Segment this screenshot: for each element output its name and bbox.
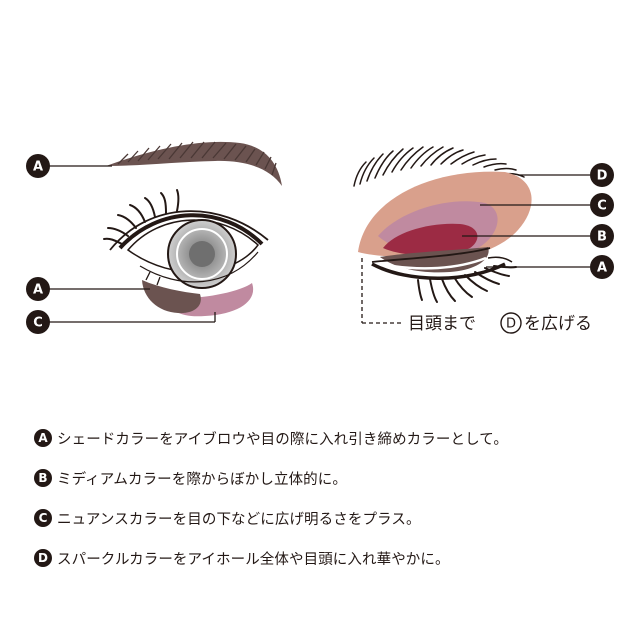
- left-leader-lines: [48, 165, 216, 323]
- legend-text-a: シェードカラーをアイブロウや目の際に入れ引き締めカラーとして。: [57, 431, 509, 448]
- legend-badge-d: D: [34, 549, 52, 567]
- legend-item-d: D スパークルカラーをアイホール全体や目頭に入れ華やかに。: [34, 548, 624, 568]
- caption-mark: D: [506, 317, 516, 332]
- right-eyebrow: [353, 146, 525, 187]
- marker-right-a: A: [590, 255, 614, 279]
- marker-right-c: C: [590, 193, 614, 217]
- svg-text:D: D: [597, 169, 608, 184]
- marker-left-brow-a: A: [26, 154, 50, 178]
- caption-after: を広げる: [524, 314, 592, 334]
- svg-text:B: B: [597, 230, 607, 245]
- legend-text-b: ミディアムカラーを際からぼかし立体的に。: [57, 471, 347, 488]
- marker-left-lower-c: C: [26, 310, 50, 334]
- svg-text:C: C: [597, 199, 607, 214]
- legend-item-c: C ニュアンスカラーを目の下などに広げ明るさをプラス。: [34, 508, 624, 528]
- legend-item-a: A シェードカラーをアイブロウや目の際に入れ引き締めカラーとして。: [34, 428, 624, 448]
- legend-badge-b: B: [34, 469, 52, 487]
- left-eye: [103, 141, 282, 317]
- caption-before: 目頭まで: [408, 314, 476, 334]
- legend: A シェードカラーをアイブロウや目の際に入れ引き締めカラーとして。 B ミディア…: [34, 428, 624, 588]
- legend-text-c: ニュアンスカラーを目の下などに広げ明るさをプラス。: [57, 511, 421, 528]
- legend-text-d: スパークルカラーをアイホール全体や目頭に入れ華やかに。: [57, 551, 450, 568]
- legend-badge-c: C: [34, 509, 52, 527]
- marker-left-lower-a: A: [26, 277, 50, 301]
- legend-item-b: B ミディアムカラーを際からぼかし立体的に。: [34, 468, 624, 488]
- svg-text:A: A: [33, 160, 43, 175]
- right-leader-lines: [462, 174, 590, 268]
- right-medium-swatch-b: [383, 223, 478, 256]
- right-eye: [353, 146, 532, 303]
- legend-badge-a: A: [34, 429, 52, 447]
- svg-text:A: A: [33, 283, 43, 298]
- caption-mark-circle: [500, 312, 522, 334]
- left-shade-swatch-a: [142, 280, 201, 314]
- caption: 目頭まで D を広げる: [408, 312, 592, 334]
- marker-right-d: D: [590, 163, 614, 187]
- marker-right-b: B: [590, 224, 614, 248]
- caption-dashed-leader: [361, 258, 402, 324]
- svg-text:C: C: [33, 316, 43, 331]
- left-eyebrow: [106, 141, 282, 186]
- svg-text:A: A: [597, 261, 607, 276]
